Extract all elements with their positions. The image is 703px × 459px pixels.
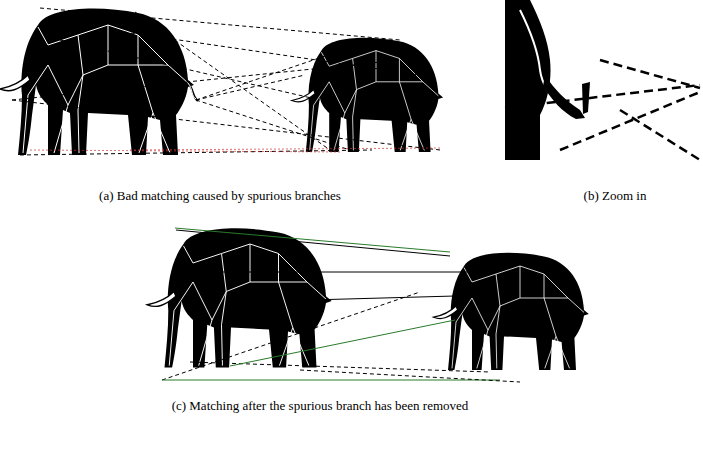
subfigure-caption: (c) Matching after the spurious branch h…: [150, 398, 490, 414]
subfigure-caption: (a) Bad matching caused by spurious bran…: [40, 188, 400, 204]
subfigure-caption: (b) Zoom in: [560, 188, 670, 204]
